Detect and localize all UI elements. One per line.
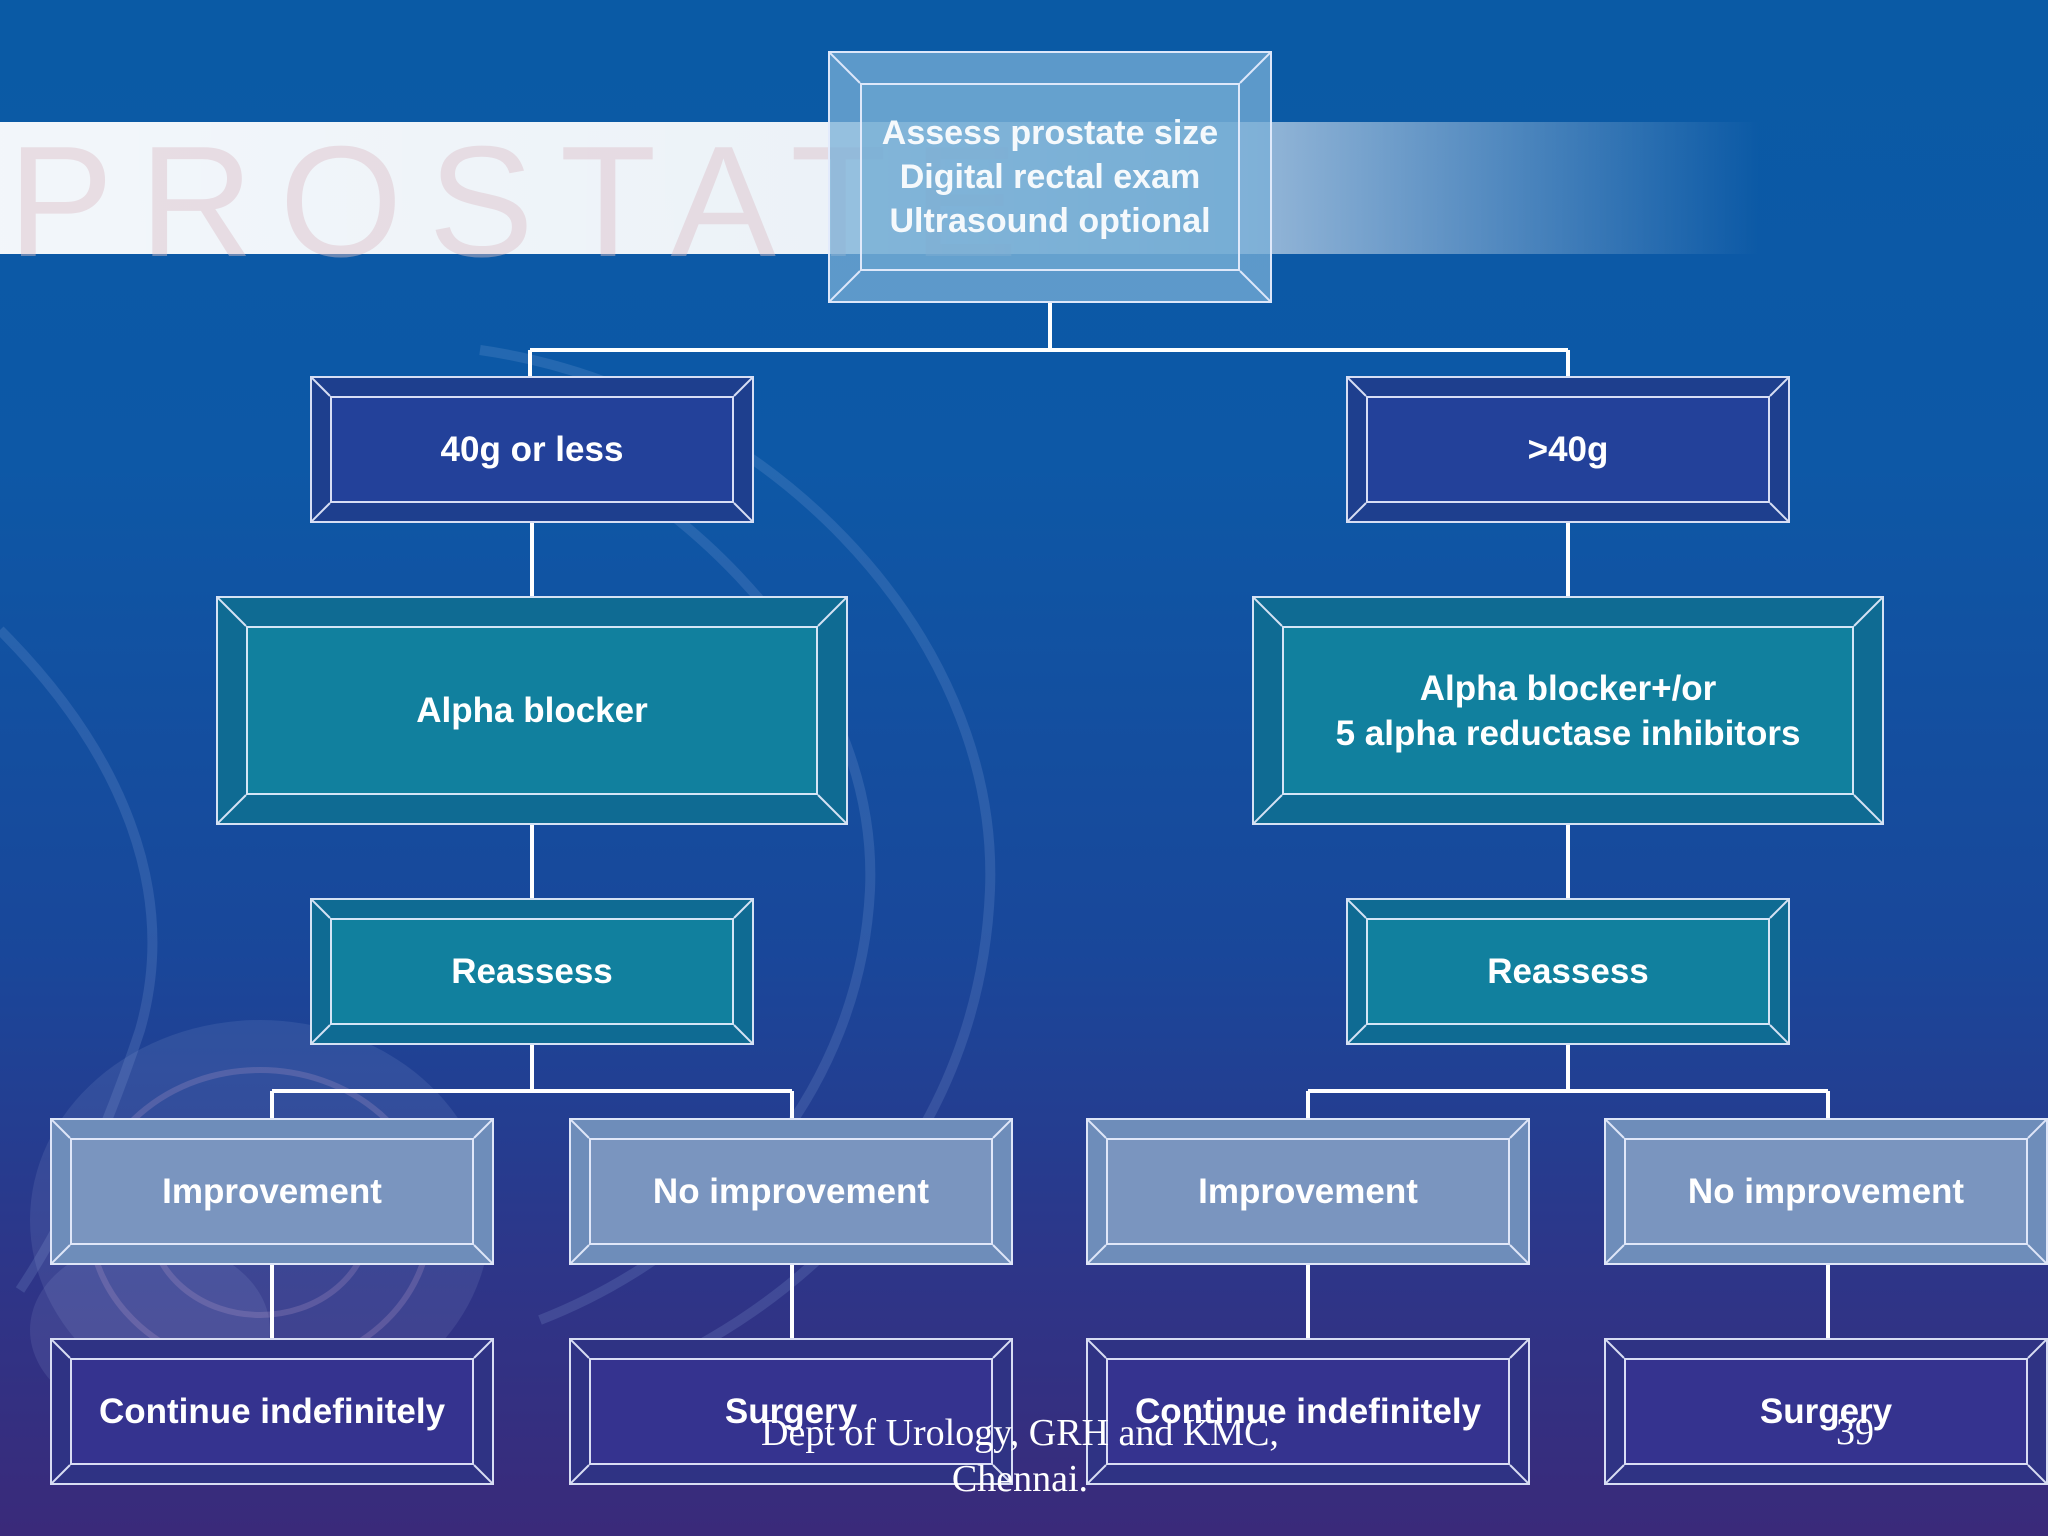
box-bevel-corners (52, 1340, 492, 1483)
node-surgery-right-label: Surgery (1759, 1392, 1893, 1431)
node-continue-indefinitely-left: Continue indefinitely (50, 1338, 494, 1485)
node-alpha-blocker-label: Alpha blocker (416, 691, 648, 730)
node-alpha-blocker: Alpha blocker (216, 596, 848, 825)
box-bevel-corners (1606, 1340, 2046, 1483)
box-bevel-corners (312, 900, 752, 1043)
box-bevel-corners (1088, 1340, 1528, 1483)
page-number: 39 (1836, 1411, 1874, 1453)
node-continue-indefinitely-right-label: Continue indefinitely (1134, 1392, 1482, 1431)
node-reassess-right: Reassess (1346, 898, 1790, 1045)
box-bevel-corners (1088, 1120, 1528, 1263)
node-improvement-right-label: Improvement (1198, 1172, 1418, 1211)
node-assess-prostate-size-label: Assess prostate size Digital rectal exam… (881, 114, 1219, 240)
node-no-improvement-right: No improvement (1604, 1118, 2048, 1265)
node-reassess-left-label: Reassess (451, 952, 613, 991)
box-bevel-corners (1348, 900, 1788, 1043)
node-40g-or-less-label: 40g or less (440, 430, 624, 469)
box-bevel-corners (1606, 1120, 2046, 1263)
node-improvement-right: Improvement (1086, 1118, 1530, 1265)
node-improvement-left: Improvement (50, 1118, 494, 1265)
footer-line-2: Chennai. (951, 1458, 1089, 1500)
node-surgery-left: Surgery (569, 1338, 1013, 1485)
node-reassess-right-label: Reassess (1487, 952, 1649, 991)
node-surgery-right: Surgery (1604, 1338, 2048, 1485)
node-over-40g: >40g (1346, 376, 1790, 523)
box-bevel-corners (312, 378, 752, 521)
footer-credit: Dept of Urology, GRH and KMC, Chennai. (700, 1410, 1340, 1502)
box-bevel-corners (1348, 378, 1788, 521)
node-no-improvement-right-label: No improvement (1687, 1172, 1965, 1211)
node-alpha-blocker-5ari-label: Alpha blocker+/or 5 alpha reductase inhi… (1335, 668, 1801, 753)
node-over-40g-label: >40g (1527, 430, 1609, 469)
box-bevel-corners (571, 1120, 1011, 1263)
node-continue-indefinitely-right: Continue indefinitely (1086, 1338, 1530, 1485)
node-continue-indefinitely-left-label: Continue indefinitely (98, 1392, 446, 1431)
box-bevel-corners (830, 53, 1270, 301)
node-improvement-left-label: Improvement (162, 1172, 382, 1211)
node-no-improvement-left: No improvement (569, 1118, 1013, 1265)
node-40g-or-less: 40g or less (310, 376, 754, 523)
box-bevel-corners (52, 1120, 492, 1263)
box-bevel-corners (218, 598, 846, 823)
box-bevel-corners (571, 1340, 1011, 1483)
footer-line-1: Dept of Urology, GRH and KMC, (761, 1412, 1279, 1454)
node-no-improvement-left-label: No improvement (652, 1172, 930, 1211)
node-assess-prostate-size: Assess prostate size Digital rectal exam… (828, 51, 1272, 303)
node-surgery-left-label: Surgery (724, 1392, 858, 1431)
node-alpha-blocker-5ari: Alpha blocker+/or 5 alpha reductase inhi… (1252, 596, 1884, 825)
box-bevel-corners (1254, 598, 1882, 823)
node-reassess-left: Reassess (310, 898, 754, 1045)
